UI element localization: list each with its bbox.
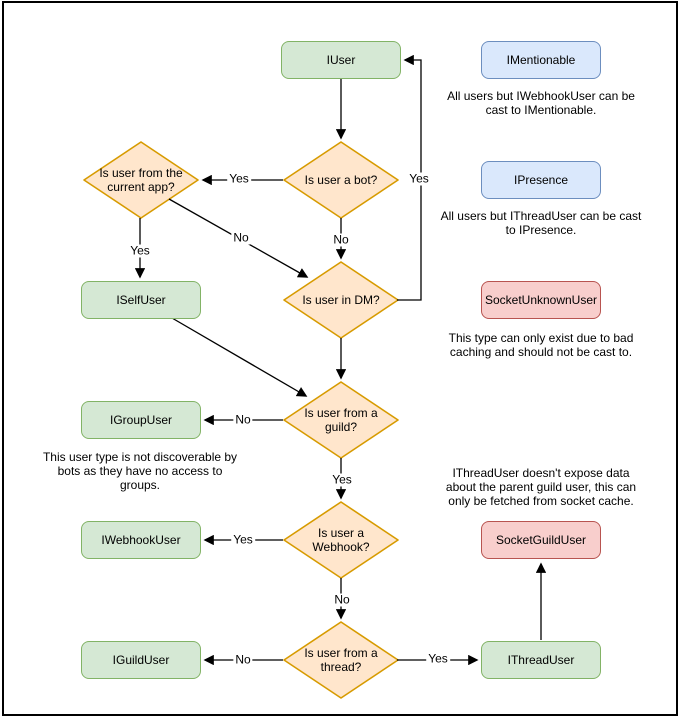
decision-from-guild-label: Is user from a guild? <box>304 406 378 434</box>
decision-is-bot-label: Is user a bot? <box>304 173 378 187</box>
node-ipresence-label: IPresence <box>513 173 569 187</box>
node-iwebhookuser-label: IWebhookUser <box>101 533 181 547</box>
edge-label-dm-yes: Yes <box>407 171 431 186</box>
node-iwebhookuser: IWebhookUser <box>81 521 201 559</box>
arrow-iselfuser-to-from-guild <box>171 317 308 397</box>
node-iguilduser-label: IGuildUser <box>112 653 170 667</box>
node-socketunknownuser: SocketUnknownUser <box>481 281 601 319</box>
node-socketguilduser-label: SocketGuildUser <box>495 533 587 547</box>
node-ithreaduser-label: IThreadUser <box>507 653 575 667</box>
node-iuser-label: IUser <box>326 53 356 67</box>
note-ipresence: All users but IThreadUser can be cast to… <box>440 209 642 237</box>
decision-from-thread-label: Is user from a thread? <box>304 646 378 674</box>
node-iguilduser: IGuildUser <box>81 641 201 679</box>
node-ipresence: IPresence <box>481 161 601 199</box>
edge-label-guild-yes: Yes <box>330 472 354 487</box>
edge-label-app-no: No <box>231 230 251 245</box>
edge-label-guild-no: No <box>233 412 253 427</box>
decision-from-current-app-label: Is user from the current app? <box>99 166 183 194</box>
node-ithreaduser: IThreadUser <box>481 641 601 679</box>
note-igroupuser: This user type is not discoverable by bo… <box>42 450 238 492</box>
decision-in-dm-label: Is user in DM? <box>302 293 380 307</box>
node-igroupuser-label: IGroupUser <box>109 413 173 427</box>
edge-label-app-yes: Yes <box>128 243 152 258</box>
note-socketunknownuser: This type can only exist due to bad cach… <box>448 331 634 359</box>
note-ithreaduser: IThreadUser doesn't expose data about th… <box>445 466 637 508</box>
node-imentionable: IMentionable <box>481 41 601 79</box>
edge-label-thread-yes: Yes <box>426 651 450 666</box>
node-socketunknownuser-label: SocketUnknownUser <box>484 293 598 307</box>
edge-label-webhook-yes: Yes <box>231 532 255 547</box>
edge-label-thread-no: No <box>233 652 253 667</box>
decision-diamond-from-thread <box>283 621 399 699</box>
decision-is-webhook-label: Is user a Webhook? <box>312 526 370 554</box>
node-iuser: IUser <box>281 41 401 79</box>
node-igroupuser: IGroupUser <box>81 401 201 439</box>
note-imentionable: All users but IWebhookUser can be cast t… <box>447 89 635 117</box>
node-iselfuser: ISelfUser <box>81 281 201 319</box>
node-socketguilduser: SocketGuildUser <box>481 521 601 559</box>
edge-label-bot-no: No <box>331 232 351 247</box>
node-iselfuser-label: ISelfUser <box>116 293 166 307</box>
edge-label-bot-yes: Yes <box>227 171 251 186</box>
node-imentionable-label: IMentionable <box>506 53 576 67</box>
edge-label-webhook-no: No <box>332 592 352 607</box>
